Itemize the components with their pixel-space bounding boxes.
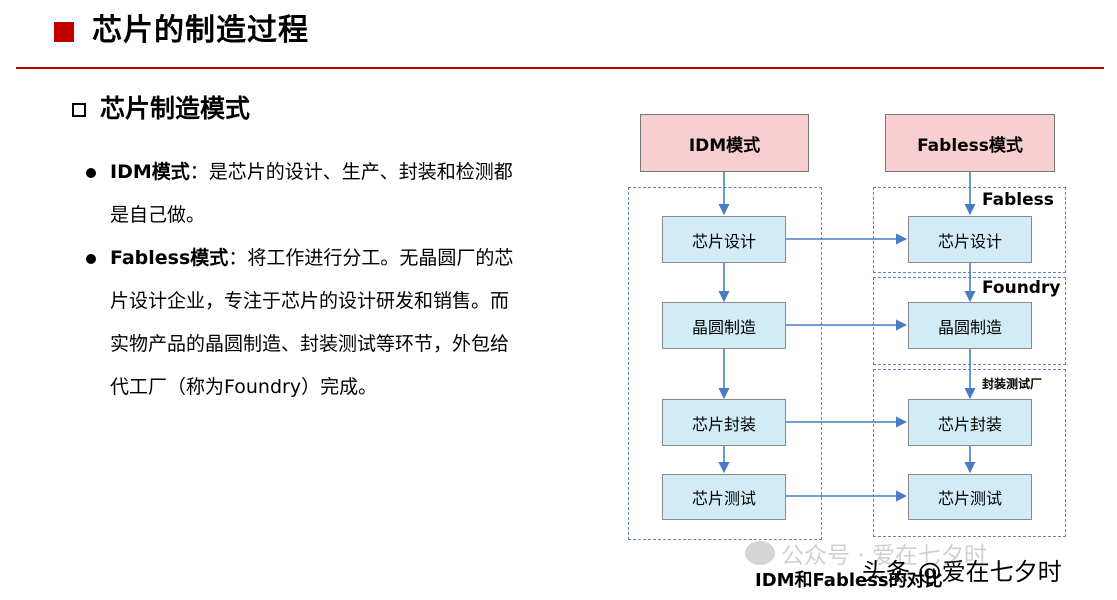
bullet-fabless: Fabless模式：将工作进行分工。无晶圆厂的芯 片设计企业，专注于芯片的设计研… (110, 237, 560, 409)
idm-step-design: 芯片设计 (662, 216, 786, 263)
bullet-line: ：将工作进行分工。无晶圆厂的芯 (228, 247, 514, 269)
bullet-line: 片设计企业，专注于芯片的设计研发和销售。而 (110, 290, 510, 312)
fabless-step-package: 芯片封装 (908, 399, 1032, 446)
bullet-term: Fabless模式 (110, 247, 229, 269)
bullet-dot-icon (86, 254, 96, 264)
section-bullet-icon (72, 103, 86, 117)
bullet-line: 代工厂（称为Foundry）完成。 (110, 376, 378, 398)
fabless-step-wafer: 晶圆制造 (908, 302, 1032, 349)
fabless-mode-box: Fabless模式 (885, 114, 1055, 172)
title-divider (16, 67, 1104, 69)
idm-step-package: 芯片封装 (662, 399, 786, 446)
idm-step-wafer: 晶圆制造 (662, 302, 786, 349)
bullet-line: ：是芯片的设计、生产、封装和检测都 (189, 161, 513, 183)
idm-mode-box: IDM模式 (640, 114, 809, 172)
bullet-term: IDM模式 (110, 161, 190, 183)
bullet-idm: IDM模式：是芯片的设计、生产、封装和检测都 是自己做。 (110, 151, 560, 237)
watermark-toutiao: 头条 @爱在七夕时 (862, 558, 1062, 586)
idm-group-frame (628, 187, 822, 540)
group-label-fabless: Fabless (982, 190, 1054, 210)
group-label-packaging: 封装测试厂 (982, 377, 1043, 391)
idm-step-test: 芯片测试 (662, 474, 786, 520)
watermark-wechat: 公众号 · 爱在七夕时 (745, 536, 987, 570)
group-label-foundry: Foundry (982, 278, 1061, 298)
diagram-caption: IDM和Fabless的对比 (755, 570, 943, 591)
wechat-logo-icon (745, 541, 775, 565)
watermark-text: 公众号 · 爱在七夕时 (781, 543, 987, 569)
page-title: 芯片的制造过程 (92, 13, 309, 48)
bullet-line: 是自己做。 (110, 204, 206, 226)
fabless-step-design: 芯片设计 (908, 216, 1032, 263)
fabless-step-test: 芯片测试 (908, 474, 1032, 520)
section-title: 芯片制造模式 (100, 94, 251, 123)
bullet-dot-icon (86, 168, 96, 178)
title-marker (54, 22, 74, 42)
bullet-line: 实物产品的晶圆制造、封装测试等环节，外包给 (110, 333, 510, 355)
